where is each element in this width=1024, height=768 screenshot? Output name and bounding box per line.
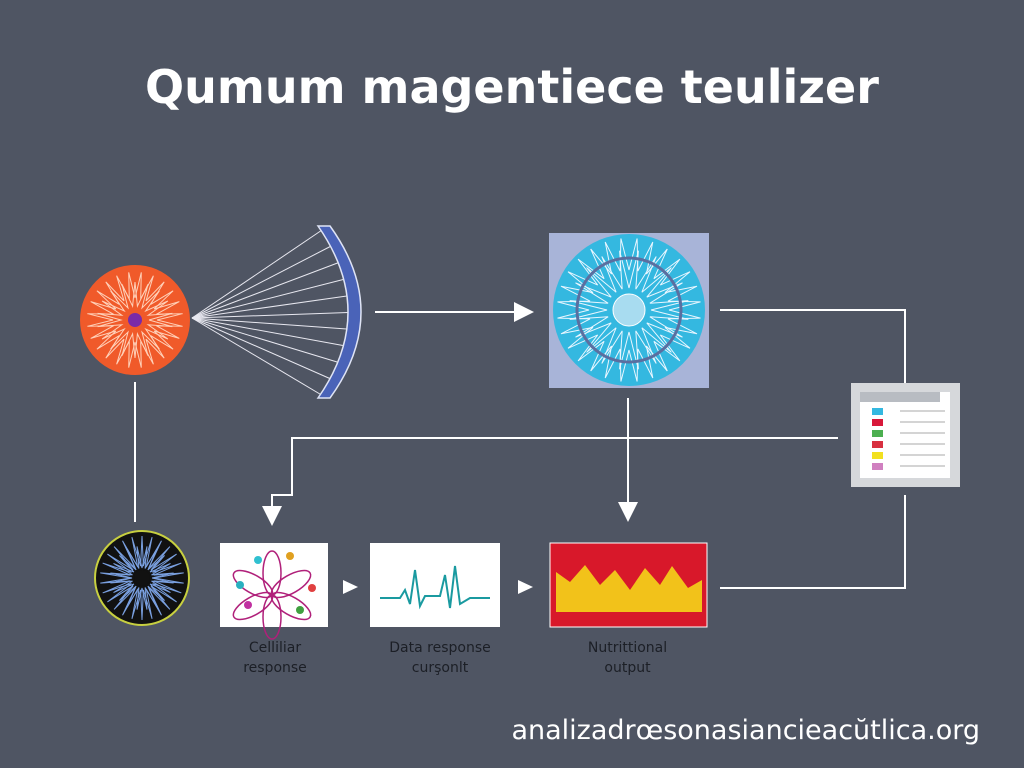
diagram-title: Qumum magentiece teulizer: [145, 60, 879, 114]
pattern-stroke: [110, 546, 174, 610]
label-line: Celliliar: [248, 640, 302, 656]
beam-line: [191, 312, 349, 319]
connectors: [134, 302, 906, 589]
legend-swatch: [872, 419, 883, 426]
beam-line: [191, 317, 322, 396]
beam-line: [191, 262, 338, 319]
label-line: response: [243, 660, 307, 676]
pattern-stroke: [557, 238, 701, 382]
pattern-stroke: [569, 250, 689, 370]
data-waveform-panel: [370, 543, 500, 627]
cell-dot: [236, 581, 244, 589]
label-line: Nutrittional: [587, 640, 668, 656]
cell-dot: [244, 601, 252, 609]
beam-line: [191, 246, 331, 319]
beam-fan: [191, 229, 349, 396]
legend-swatch: [872, 441, 883, 448]
line-heatmap-to-doc: [720, 495, 906, 589]
pattern-stroke: [87, 272, 183, 368]
label-line: Data response: [389, 640, 491, 656]
blue-lens: [316, 225, 362, 399]
orange-source-circle: [80, 265, 190, 375]
label-cellular-response: Celliliar response: [215, 638, 335, 678]
cell-dot: [308, 584, 316, 592]
beam-line: [191, 317, 344, 346]
black-mandala-circle: [94, 530, 190, 626]
cell-dot: [286, 552, 294, 560]
legend-swatch: [872, 430, 883, 437]
arrow-doc-to-cell: [262, 437, 838, 526]
label-data-response: Data response curşonlt: [375, 638, 505, 678]
beam-line: [191, 229, 323, 319]
legend-document: [851, 383, 960, 487]
pattern-stroke: [97, 281, 173, 359]
petal: [232, 569, 274, 599]
legend-swatch: [872, 452, 883, 459]
cell-dot: [254, 556, 262, 564]
label-line: curşonlt: [411, 660, 469, 676]
nutritional-heatmap-panel: [549, 542, 708, 628]
beam-line: [191, 317, 330, 379]
arrow-wave-to-heatmap: [518, 580, 533, 594]
beam-line: [191, 317, 338, 363]
label-nutritional-output: Nutrittional output: [565, 638, 690, 678]
arrow-cell-to-wave: [343, 580, 358, 594]
footer-url: analizadrœsonasiancieacŭtlica.org: [511, 715, 980, 746]
beam-line: [191, 279, 344, 319]
line-pattern-to-doc: [720, 309, 906, 383]
cyan-pattern-panel: [549, 233, 709, 388]
label-line: output: [604, 660, 651, 676]
cellular-response-panel: [220, 543, 328, 640]
legend-swatch: [872, 408, 883, 415]
beam-line: [191, 317, 347, 330]
cell-dot: [296, 606, 304, 614]
legend-swatch: [872, 463, 883, 470]
beam-line: [191, 295, 347, 319]
